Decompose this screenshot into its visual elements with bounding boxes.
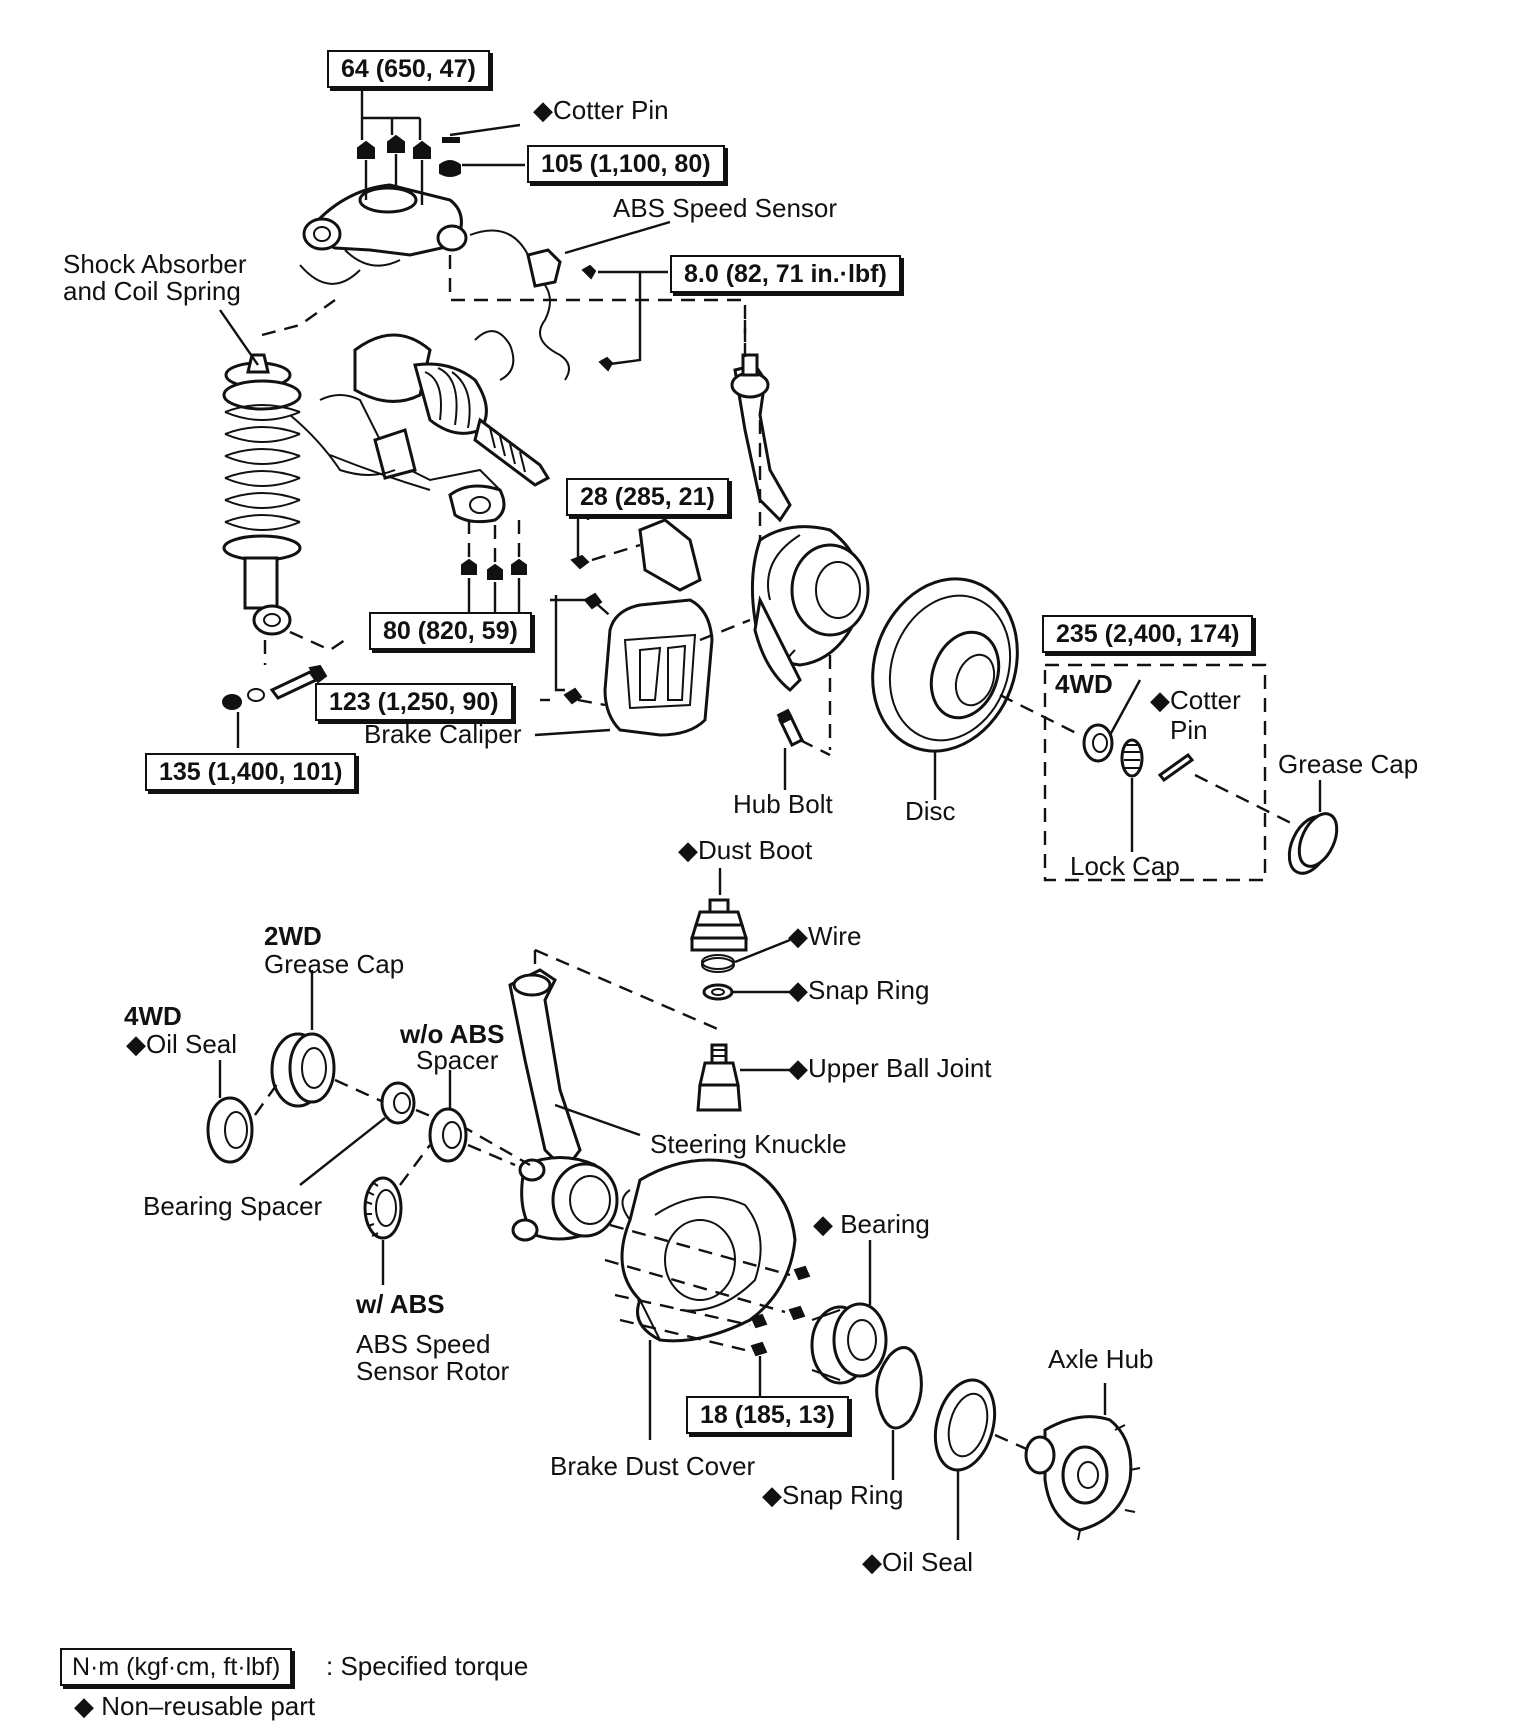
label-wo-abs: w/o ABS: [400, 1019, 505, 1049]
wire: [701, 954, 735, 973]
label-coil-spring: and Coil Spring: [63, 276, 241, 306]
label-4wd: 4WD: [124, 1001, 182, 1031]
abs-sensor-bracket: [570, 518, 702, 592]
oil-seal-4wd: [206, 1096, 254, 1164]
label-dust-boot: ◆Dust Boot: [678, 835, 813, 865]
label-grease-cap-4wd: Grease Cap: [1278, 749, 1419, 779]
label-wire: ◆Wire: [788, 921, 862, 951]
label-bearing: ◆ Bearing: [813, 1209, 930, 1239]
bearing-spacer: [380, 1081, 416, 1125]
brake-dust-cover: [620, 1158, 797, 1343]
grease-cap-2wd: [270, 1032, 336, 1108]
abs-speed-sensor: [469, 229, 614, 381]
label-spacer: Spacer: [416, 1045, 499, 1075]
label-steering-knuckle: Steering Knuckle: [650, 1129, 847, 1159]
snap-ring-upper: [702, 983, 734, 1001]
label-axle-hub: Axle Hub: [1048, 1344, 1154, 1374]
label-abs-rotor-1: ABS Speed: [356, 1329, 491, 1359]
torque-box-upper-arm: 64 (650, 47): [327, 50, 490, 88]
axle-hub: [1024, 1415, 1141, 1541]
lock-cap: [1120, 738, 1144, 778]
label-2wd: 2WD: [264, 921, 322, 951]
torque-box-bracket: 28 (285, 21): [566, 478, 729, 516]
lock-nut: [1082, 723, 1114, 763]
label-cotter-pin-4wd-2: Pin: [1170, 715, 1208, 745]
label-cotter-pin: ◆Cotter Pin: [533, 95, 669, 125]
torque-box-caliper: 123 (1,250, 90): [315, 683, 513, 721]
dust-boot: [689, 898, 749, 952]
lower-arm-bolts: [461, 520, 527, 580]
label-cotter-pin-4wd: ◆Cotter: [1150, 685, 1241, 715]
legend-unit-desc: : Specified torque: [326, 1651, 529, 1681]
label-2wd-grease-cap: Grease Cap: [264, 949, 405, 979]
upper-control-arm: [299, 183, 468, 285]
torque-box-abs-sensor: 8.0 (82, 71 in.·lbf): [670, 255, 901, 293]
label-4wd-box: 4WD: [1055, 669, 1113, 699]
brake-caliper: [563, 592, 714, 737]
label-snap-ring-upper: ◆Snap Ring: [788, 975, 930, 1005]
label-snap-ring-lower: ◆Snap Ring: [762, 1480, 904, 1510]
spacer: [428, 1107, 468, 1163]
torque-box-lower-arm: 80 (820, 59): [369, 612, 532, 650]
cotter-pin-4wd: [1157, 752, 1195, 783]
label-abs-rotor-2: Sensor Rotor: [356, 1356, 510, 1386]
legend-unit-box: N·m (kgf·cm, ft·lbf): [60, 1648, 293, 1686]
label-brake-caliper: Brake Caliper: [364, 719, 522, 749]
upper-ball-joint: [696, 1043, 742, 1112]
steering-knuckle-lower: [508, 968, 619, 1242]
shock-absorber-coil-spring: [222, 353, 302, 636]
hub-bolt: [776, 708, 804, 748]
label-oil-seal-left: ◆Oil Seal: [126, 1029, 238, 1059]
label-shock-absorber: Shock Absorber: [63, 249, 247, 279]
label-w-abs: w/ ABS: [356, 1289, 445, 1319]
label-abs-speed-sensor: ABS Speed Sensor: [613, 193, 838, 223]
torque-box-ball-joint-nut: 105 (1,100, 80): [527, 145, 725, 183]
torque-box-lock-nut: 235 (2,400, 174): [1042, 615, 1254, 653]
label-hub-bolt: Hub Bolt: [733, 789, 833, 819]
legend-nonreusable: ◆ Non–reusable part: [74, 1691, 316, 1721]
disc: [871, 577, 1019, 753]
oil-seal-right: [933, 1378, 997, 1472]
label-bearing-spacer: Bearing Spacer: [143, 1191, 323, 1221]
torque-box-shock: 135 (1,400, 101): [145, 753, 357, 791]
torque-box-dust-cover: 18 (185, 13): [686, 1396, 849, 1434]
label-lock-cap: Lock Cap: [1070, 851, 1180, 881]
lower-arm: [289, 394, 506, 524]
label-brake-dust-cover: Brake Dust Cover: [550, 1451, 756, 1481]
dust-cover-bolts: [750, 1265, 811, 1357]
label-upper-ball-joint: ◆Upper Ball Joint: [788, 1053, 992, 1083]
grease-cap-4wd: [1287, 812, 1339, 875]
label-disc: Disc: [905, 796, 956, 826]
abs-sensor-rotor: [363, 1176, 403, 1240]
label-oil-seal-right: ◆Oil Seal: [862, 1547, 974, 1577]
shock-lower-bolt: [222, 664, 328, 710]
steering-knuckle-upper: [730, 353, 870, 693]
bearing: [810, 1302, 888, 1385]
drive-shaft: [353, 330, 551, 487]
snap-ring-lower: [875, 1346, 923, 1430]
upper-arm-bolts: [357, 134, 461, 205]
